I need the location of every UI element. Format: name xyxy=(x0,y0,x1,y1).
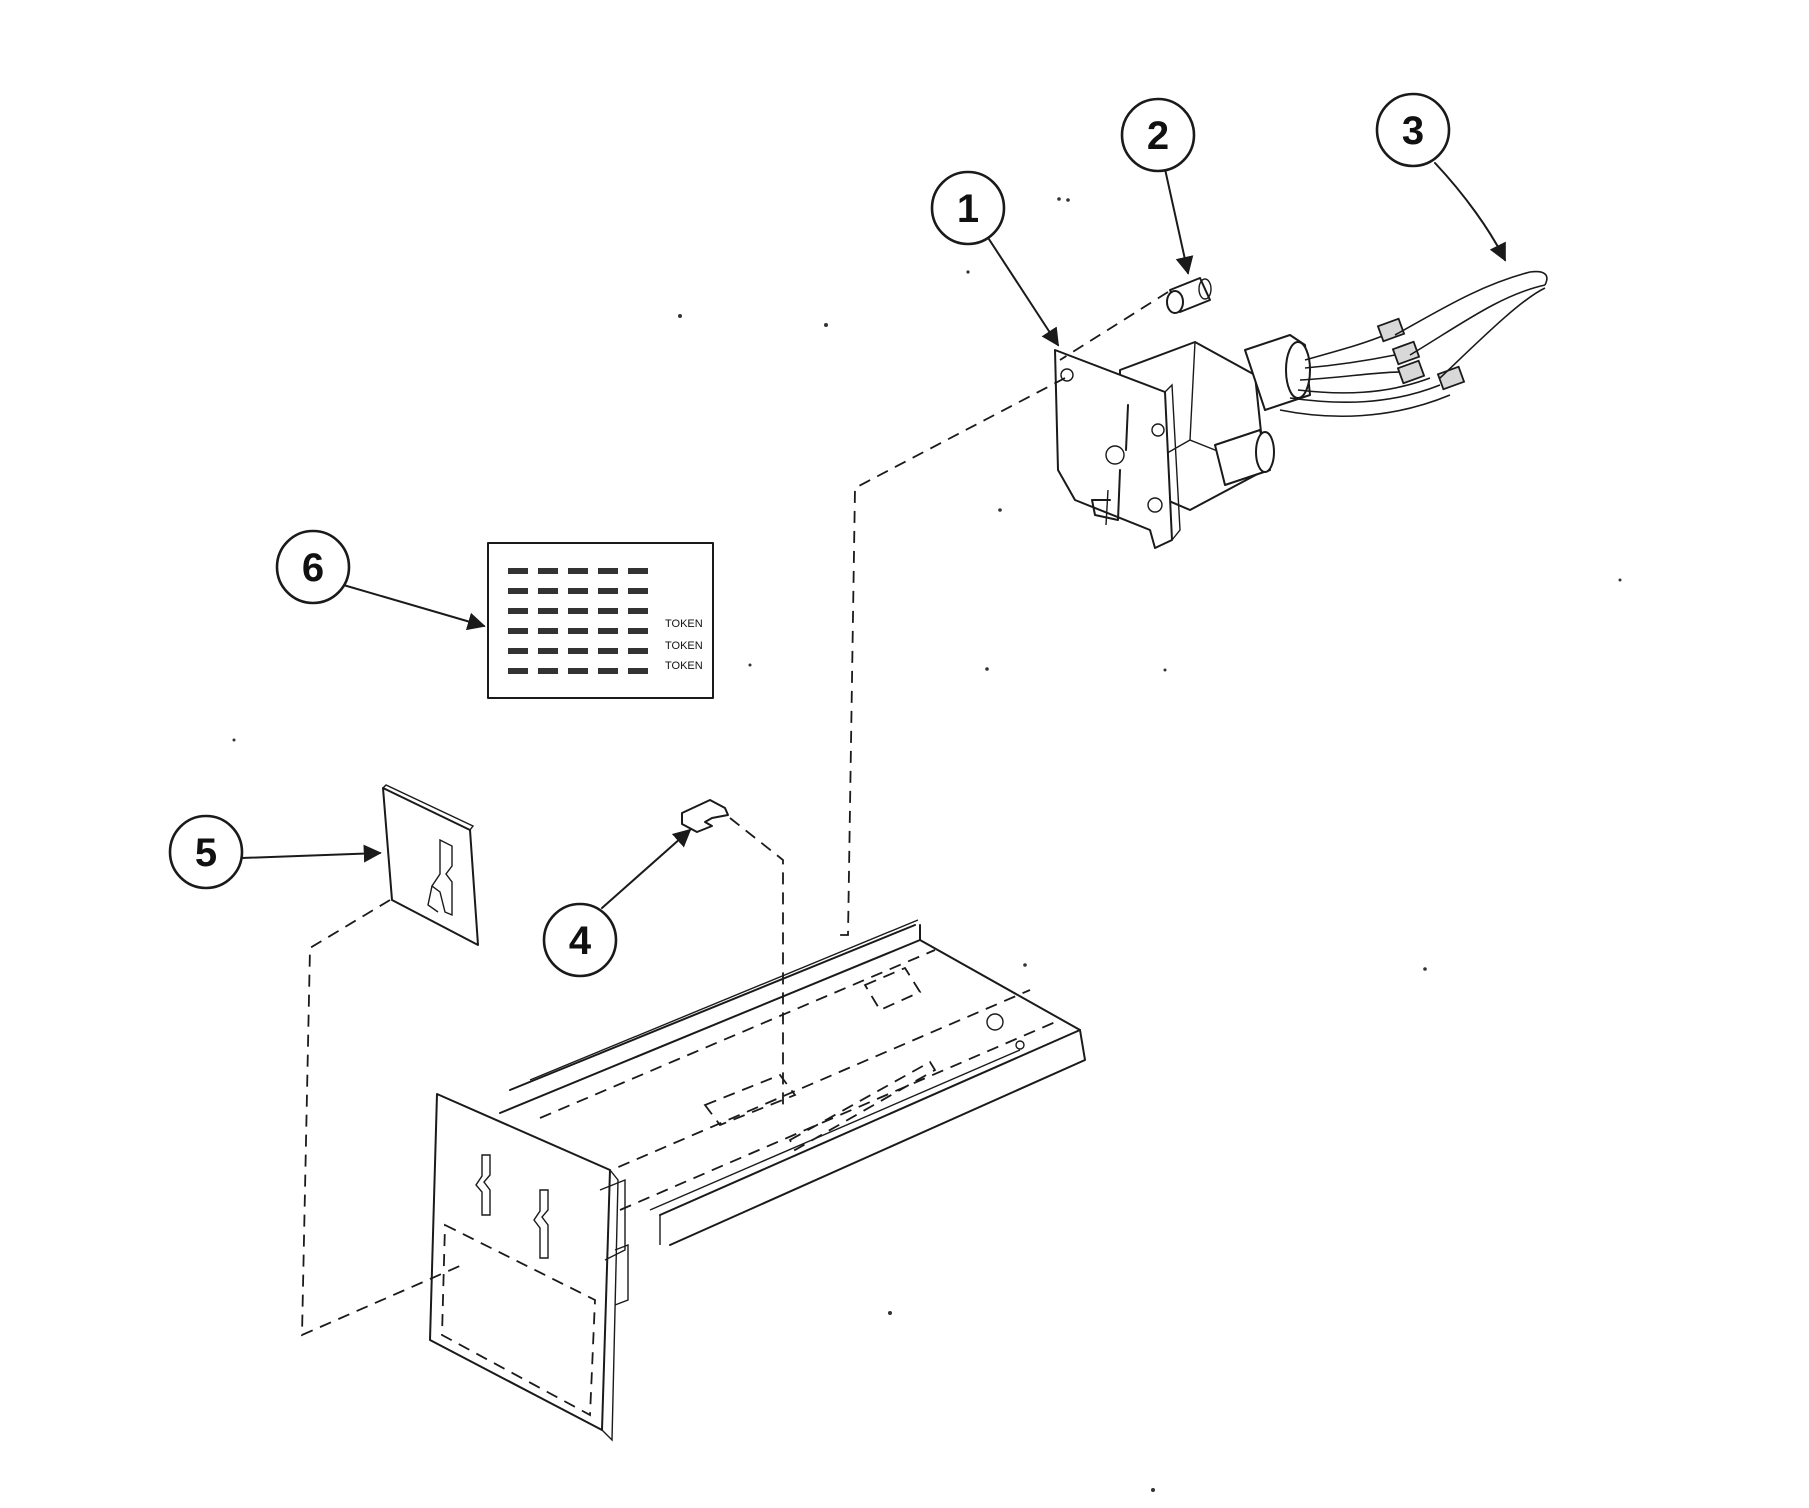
callout-1: 1 xyxy=(930,170,1006,246)
decal-coin-mark xyxy=(628,608,648,614)
callout-number: 6 xyxy=(302,546,324,590)
callout-number: 5 xyxy=(195,831,217,875)
decal-coin-mark xyxy=(598,628,618,634)
callout-3: 3 xyxy=(1375,92,1451,168)
decal-coin-mark xyxy=(568,628,588,634)
callout-leaders xyxy=(241,159,1506,909)
callout-5: 5 xyxy=(168,814,244,890)
coin-chute-housing xyxy=(429,919,1086,1442)
bushing xyxy=(1166,277,1212,314)
decal-coin-mark xyxy=(568,648,588,654)
callout-number: 1 xyxy=(957,187,979,231)
decal-coin-mark xyxy=(568,568,588,574)
decal-grid xyxy=(508,568,648,674)
callout-6: 6 xyxy=(275,529,351,605)
decal-coin-mark xyxy=(628,588,648,594)
decal-coin-mark xyxy=(628,648,648,654)
decal-coin-mark xyxy=(508,648,528,654)
clip xyxy=(681,799,729,833)
decal-coin-mark xyxy=(508,628,528,634)
decal-coin-mark xyxy=(598,648,618,654)
coin-slot-plate xyxy=(382,784,479,946)
callout-number: 3 xyxy=(1402,109,1424,153)
decal-coin-mark xyxy=(598,568,618,574)
decal-coin-mark xyxy=(508,608,528,614)
coin-label-decal: TOKEN TOKEN TOKEN xyxy=(487,542,714,699)
decal-coin-mark xyxy=(598,588,618,594)
decal-coin-mark xyxy=(538,588,558,594)
decal-coin-mark xyxy=(628,668,648,674)
decal-token-label: TOKEN xyxy=(665,640,703,652)
decal-coin-mark xyxy=(508,568,528,574)
decal-coin-mark xyxy=(538,668,558,674)
wire-connectors xyxy=(1279,317,1466,418)
decal-coin-mark xyxy=(508,668,528,674)
decal-token-label: TOKEN xyxy=(665,618,703,630)
decal-coin-mark xyxy=(568,608,588,614)
wire-harness xyxy=(1394,270,1548,379)
decal-coin-mark xyxy=(598,608,618,614)
decal-coin-mark xyxy=(538,568,558,574)
assembly-lines xyxy=(301,291,1169,1337)
decal-coin-mark xyxy=(628,628,648,634)
callout-number: 2 xyxy=(1147,114,1169,158)
decal-token-label: TOKEN xyxy=(665,660,703,672)
decal-coin-mark xyxy=(598,668,618,674)
decal-coin-mark xyxy=(568,668,588,674)
decal-coin-mark xyxy=(538,628,558,634)
callout-number: 4 xyxy=(569,919,592,963)
decal-coin-mark xyxy=(538,608,558,614)
decal-coin-mark xyxy=(508,588,528,594)
decal-coin-mark xyxy=(628,568,648,574)
decal-coin-mark xyxy=(538,648,558,654)
decal-coin-mark xyxy=(568,588,588,594)
callout-4: 4 xyxy=(542,902,618,978)
callout-2: 2 xyxy=(1120,97,1196,173)
scan-specks xyxy=(232,197,1622,1492)
coin-acceptor xyxy=(1054,317,1466,549)
